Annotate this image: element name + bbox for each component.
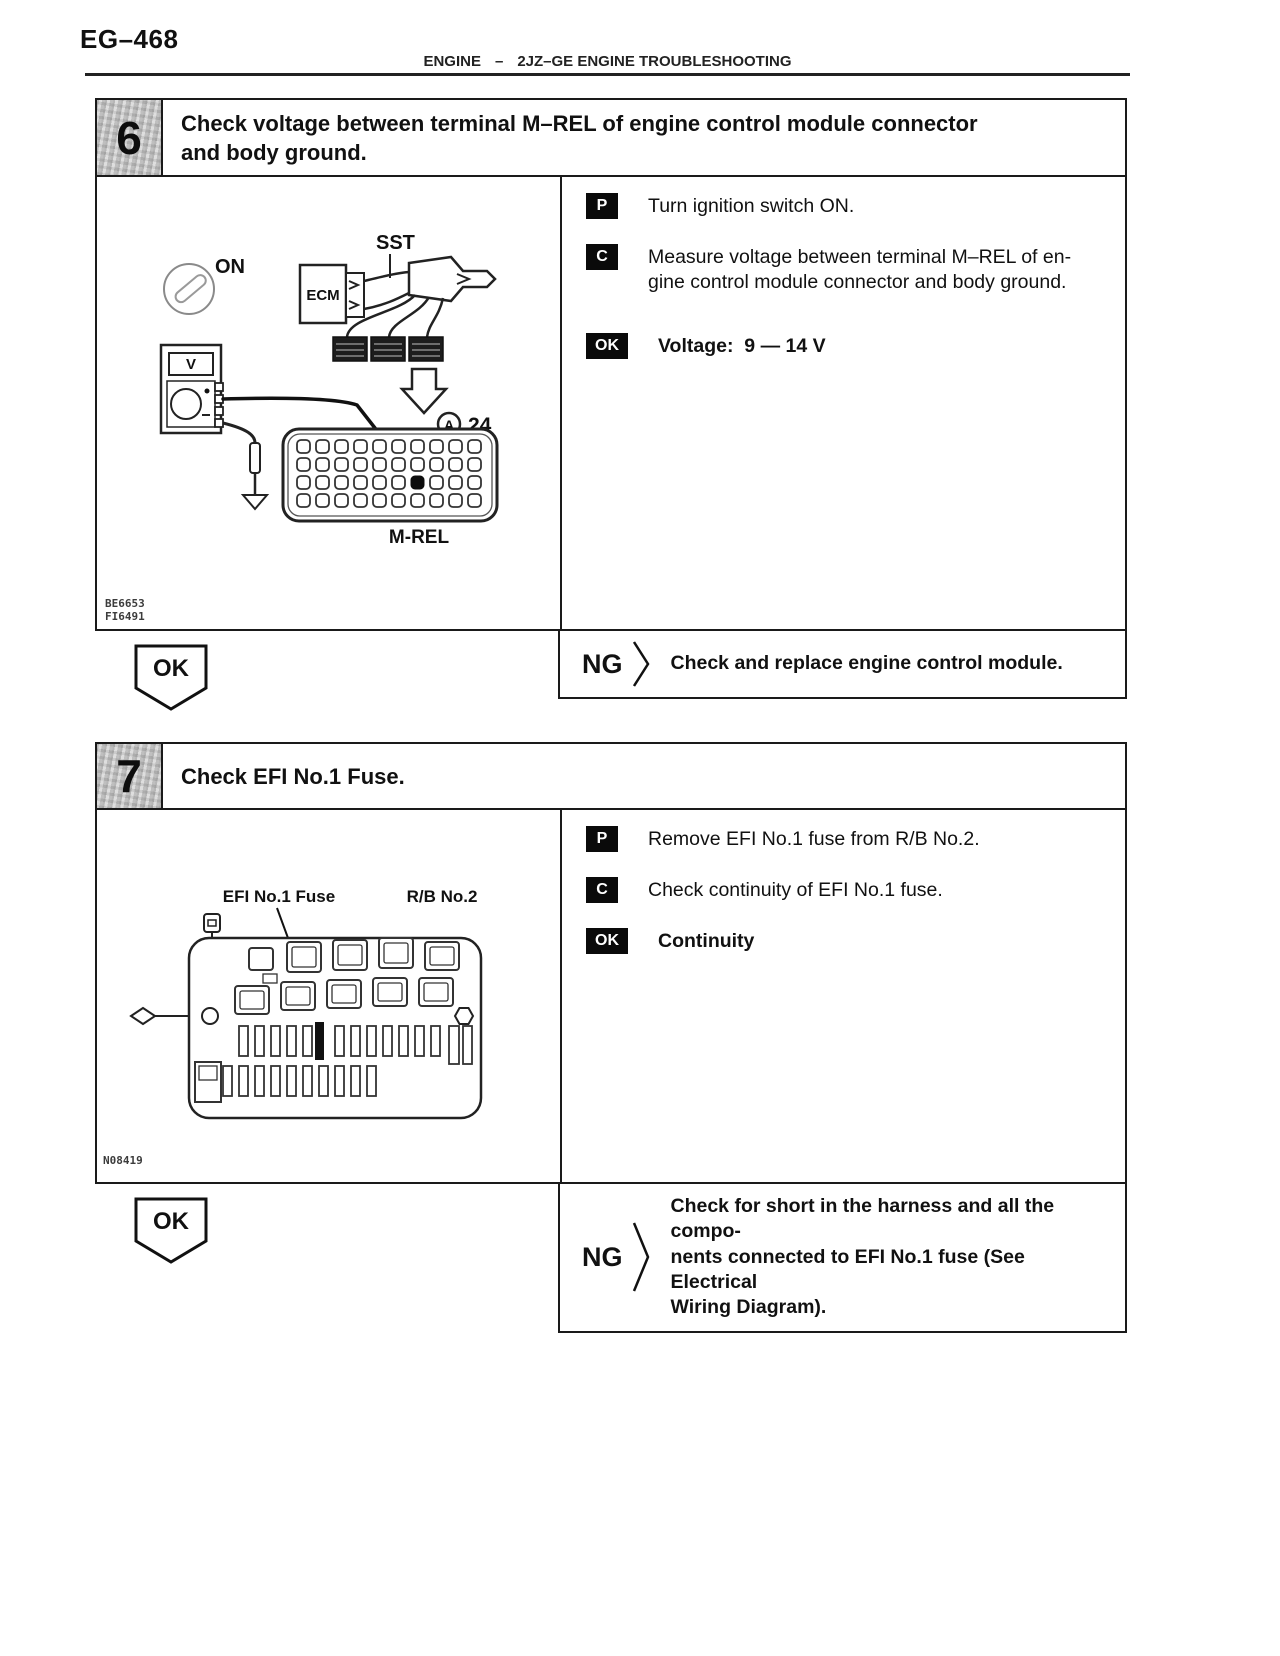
- step-7-content: EFI No.1 Fuse R/B No.2: [97, 810, 1125, 1183]
- step-7-box: 7 Check EFI No.1 Fuse. EFI No.1 Fuse R/B…: [95, 742, 1127, 1185]
- ng-action-text: Check for short in the harness and all t…: [670, 1195, 1055, 1319]
- probe-wire: [221, 396, 416, 480]
- step-7-figure: EFI No.1 Fuse R/B No.2: [97, 810, 562, 1183]
- step-6-number: 6: [97, 100, 163, 176]
- step-7-number: 7: [97, 744, 163, 809]
- ecm-label: ECM: [306, 287, 339, 304]
- check-badge: C: [586, 244, 618, 271]
- efi-no1-fuse-slot: [315, 1022, 324, 1061]
- instruction-prepare: P Remove EFI No.1 fuse from R/B No.2.: [586, 826, 1109, 853]
- step-6-figure: ON ECM: [97, 177, 562, 630]
- instruction-text: Turn ignition switch ON.: [648, 195, 855, 218]
- down-arrow-icon: [399, 367, 449, 415]
- instruction-ok-spec: OK Continuity: [586, 928, 1109, 955]
- fuse-name-label: EFI No.1 Fuse: [223, 887, 335, 906]
- relay-blocks: [234, 937, 460, 1016]
- header-rule: [85, 73, 1130, 76]
- step-7-title-row: 7 Check EFI No.1 Fuse.: [97, 744, 1125, 811]
- ng-chevron-icon: [631, 641, 655, 687]
- ecm-voltage-check-diagram: ON ECM: [105, 232, 499, 623]
- harness-connector-strips: [332, 336, 444, 362]
- step-7-title: Check EFI No.1 Fuse.: [181, 764, 405, 790]
- step-7-outcome-row: OK NG Check for short in the harness and…: [95, 1184, 1127, 1333]
- instruction-text: Remove EFI No.1 fuse from R/B No.2.: [648, 828, 980, 851]
- ng-label: NG: [582, 1241, 623, 1272]
- step-6-title: Check voltage between terminal M–REL of …: [181, 111, 978, 166]
- ecm-box: [298, 263, 348, 325]
- step-7-ng-box: NG Check for short in the harness and al…: [558, 1184, 1127, 1333]
- ok-badge: OK: [586, 928, 628, 955]
- instruction-prepare: P Turn ignition switch ON.: [586, 193, 1109, 220]
- step-7-ok-zone: OK: [95, 1184, 558, 1271]
- relay-box-label: R/B No.2: [407, 887, 478, 906]
- step-6-box: 6 Check voltage between terminal M–REL o…: [95, 98, 1127, 632]
- step-7-instructions: P Remove EFI No.1 fuse from R/B No.2. C …: [562, 810, 1125, 1182]
- ok-arrow-box: OK: [134, 1197, 208, 1264]
- ok-badge: OK: [586, 332, 628, 359]
- voltmeter-icon: [159, 343, 224, 435]
- instruction-text: Check continuity of EFI No.1 fuse.: [648, 879, 943, 902]
- step-6-content: ON ECM: [97, 177, 1125, 630]
- fuse-icon: [203, 913, 221, 939]
- page-content: 6 Check voltage between terminal M–REL o…: [95, 98, 1127, 1357]
- mounting-bolt-icon: [453, 1007, 475, 1026]
- instruction-check: C Check continuity of EFI No.1 fuse.: [586, 877, 1109, 904]
- ok-arrow-box: OK: [134, 644, 208, 711]
- instruction-check: C Measure voltage between terminal M–REL…: [586, 244, 1109, 295]
- ng-action-text: Check and replace engine control module.: [670, 652, 1063, 675]
- ground-probe: [222, 421, 270, 511]
- figure-code: N08419: [103, 1154, 143, 1167]
- instruction-ok-spec: OK Voltage: 9 — 14 V: [586, 332, 1109, 359]
- sst-label: SST: [376, 232, 415, 254]
- key-position-label: ON: [215, 256, 245, 278]
- sst-harness: [345, 255, 497, 338]
- running-header: ENGINE–2JZ–GE ENGINE TROUBLESHOOTING: [85, 53, 1130, 70]
- step-6-instructions: P Turn ignition switch ON. C Measure vol…: [562, 177, 1125, 629]
- ng-chevron-icon: [631, 1222, 655, 1292]
- ok-arrow-label: OK: [153, 655, 190, 682]
- step-6-ng-box: NG Check and replace engine control modu…: [558, 631, 1127, 700]
- figure-code-1: BE6653: [105, 597, 145, 610]
- fuse-puller-tool-icon: [129, 1006, 219, 1026]
- check-badge: C: [586, 877, 618, 904]
- ng-label: NG: [582, 648, 623, 679]
- terminal-label: M-REL: [389, 527, 450, 548]
- figure-code-2: FI6491: [105, 610, 145, 623]
- connector-circle-letter: A: [444, 417, 454, 433]
- step-6-ok-zone: OK: [95, 631, 558, 718]
- ecm-connector-stub: [345, 272, 365, 319]
- instruction-text: Measure voltage between terminal M–REL o…: [648, 246, 1072, 294]
- instruction-text: Continuity: [658, 930, 755, 953]
- header-separator: –: [494, 53, 504, 70]
- page-number: EG–468: [80, 24, 179, 54]
- step-6-title-row: 6 Check voltage between terminal M–REL o…: [97, 100, 1125, 178]
- m-rel-pin: [410, 475, 425, 490]
- header-title: 2JZ–GE ENGINE TROUBLESHOOTING: [517, 53, 792, 70]
- ok-arrow-label: OK: [153, 1208, 190, 1235]
- step-6-outcome-row: OK NG Check and replace engine control m…: [95, 631, 1127, 718]
- fuse-slots: [194, 1025, 473, 1104]
- ecm-connector-grid: [281, 427, 499, 523]
- voltmeter-unit-label: V: [186, 356, 196, 373]
- ignition-key-icon: [163, 263, 215, 316]
- instruction-text: Voltage: 9 — 14 V: [658, 334, 826, 357]
- header-section: ENGINE: [423, 53, 481, 70]
- fuse-box-diagram: EFI No.1 Fuse R/B No.2: [103, 887, 483, 1167]
- prepare-badge: P: [586, 193, 618, 220]
- prepare-badge: P: [586, 826, 618, 853]
